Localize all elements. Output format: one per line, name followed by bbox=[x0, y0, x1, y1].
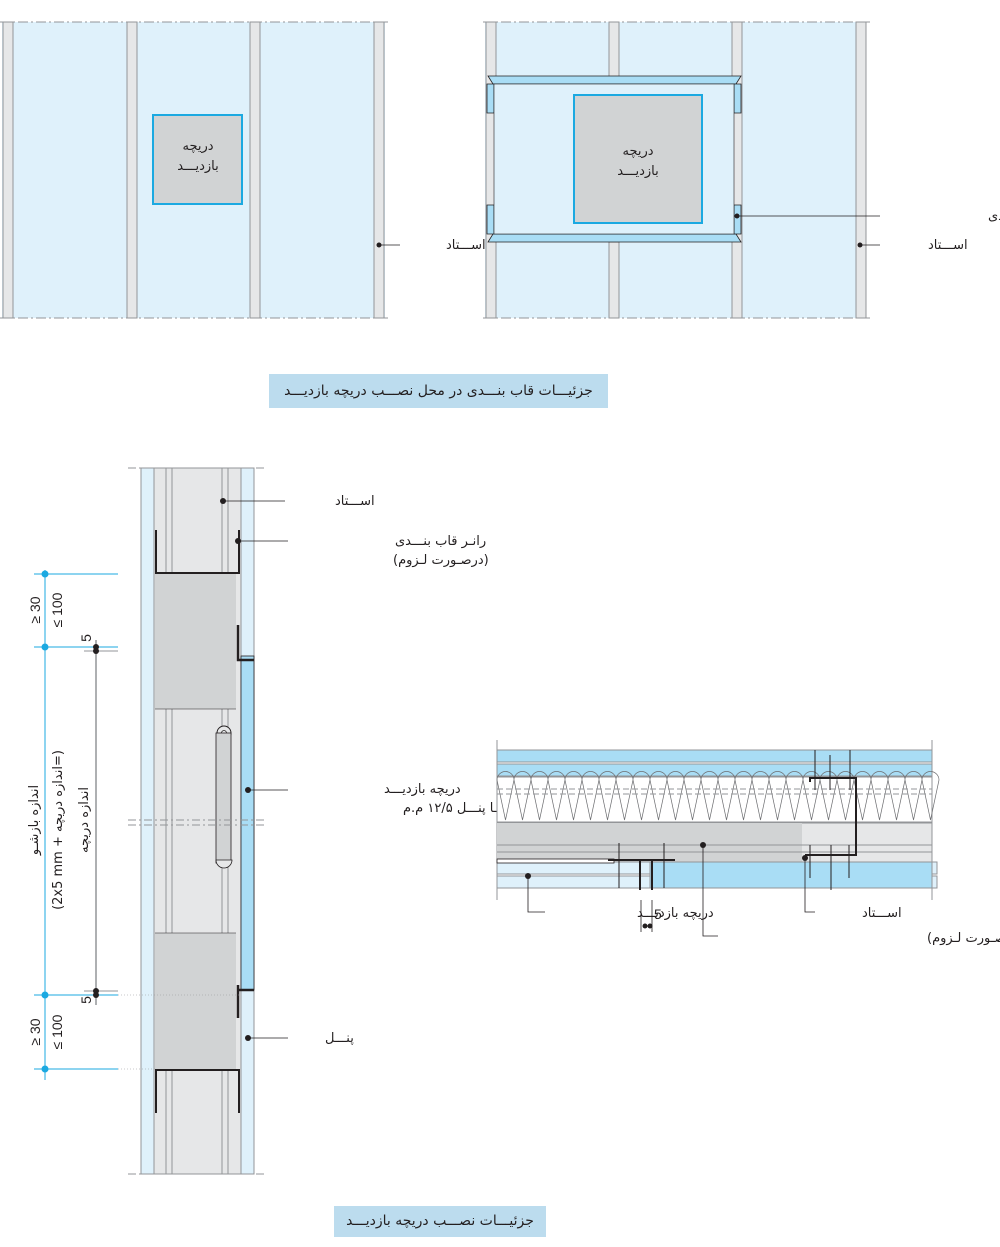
leader-line bbox=[702, 845, 718, 937]
caption-framing-details: جزئیـــات قاب بنـــدی در محل نصـــب دریچ… bbox=[269, 374, 608, 408]
dimensions bbox=[34, 570, 240, 1080]
hatch-label-line2: بازدیـــد bbox=[617, 164, 659, 179]
hatch-label-line1: دریچه bbox=[622, 144, 653, 159]
board-bottom bbox=[649, 861, 933, 889]
hatch-label: دریچه بازدیـــد bbox=[637, 906, 714, 921]
runner-clip bbox=[486, 204, 495, 235]
screws bbox=[618, 750, 851, 890]
dim-opening-line1: اندازه بازشـو bbox=[27, 785, 42, 856]
insulation-loops bbox=[496, 771, 940, 821]
caption-installation-details: جزئیـــات نصـــب دریچه بازدیـــد bbox=[334, 1206, 546, 1237]
elevation-right: دریچه بازدیـــد رانـر قاب بنـــدی اســـت… bbox=[483, 21, 1000, 319]
dim-gap-top: 5 bbox=[78, 634, 94, 642]
runner-clip bbox=[733, 83, 742, 114]
stud bbox=[373, 21, 385, 319]
stud-label: اســـتاد bbox=[335, 494, 375, 509]
panel-label: پنـــل bbox=[325, 1031, 354, 1046]
gap-label: 5 bbox=[654, 906, 662, 922]
hinge-end bbox=[215, 859, 233, 869]
hinge-arm bbox=[215, 732, 232, 864]
stud bbox=[126, 21, 138, 319]
runner-clip bbox=[486, 83, 495, 114]
stud-cut-top bbox=[608, 21, 620, 79]
access-hatch bbox=[573, 94, 703, 224]
dim-dot bbox=[93, 992, 99, 998]
runner-profile bbox=[805, 777, 857, 856]
elevation-left: دریچه بازدیـــد اســـتاد bbox=[0, 21, 486, 319]
runner-label: رانـر قاب بنـــدی (درصـورت لـزوم) bbox=[927, 931, 1000, 946]
vertical-section: اســـتاد رانـر قاب بنـــدی (درصـورت لـزو… bbox=[27, 467, 501, 1175]
access-hatch bbox=[152, 114, 243, 205]
runner-top bbox=[155, 530, 240, 574]
runner-bottom bbox=[155, 1069, 240, 1113]
stud-label: اســـتاد bbox=[862, 906, 902, 921]
horizontal-section: دریچه بازدیـــد 5 رانـر قاب بنـــدی (درص… bbox=[496, 740, 1000, 946]
dim-opening-line2: (=اندازه دریچه + 2x5 mm) bbox=[51, 750, 66, 910]
hatch-panel bbox=[240, 655, 255, 991]
hatch-frame-top bbox=[236, 625, 254, 662]
hatch-label-line2: بازدیـــد bbox=[177, 159, 219, 174]
board-left bbox=[140, 467, 155, 1175]
runner-zone-top bbox=[155, 574, 236, 709]
runner-label-line1: رانـر قاب بنـــدی bbox=[395, 534, 486, 549]
stud bbox=[855, 21, 867, 319]
stud-label: اســـتاد bbox=[928, 238, 968, 253]
dim-dot bbox=[41, 991, 49, 999]
hatch-plate bbox=[496, 858, 615, 864]
hatch-label-line1: دریچه بازدیـــد bbox=[384, 782, 461, 797]
dim-dot bbox=[93, 648, 99, 654]
dim-hatch-size: اندازه دریچه bbox=[77, 787, 92, 853]
dim-dot bbox=[642, 923, 648, 929]
runner-bottom bbox=[487, 233, 742, 243]
hatch-label-line1: دریچه bbox=[182, 139, 213, 154]
hatch-label-line2: بـا پنـــل ۱۲/۵ م.م bbox=[403, 801, 501, 816]
dim-bottom-min: ≥ 30 bbox=[27, 1018, 43, 1045]
leader-line bbox=[804, 858, 815, 913]
stud bbox=[249, 21, 261, 319]
dim-gap-bottom: 5 bbox=[78, 996, 94, 1004]
dim-top-max: ≤ 100 bbox=[49, 592, 65, 627]
hatch-frame-bottom bbox=[236, 985, 254, 1018]
dim-dot bbox=[647, 923, 653, 929]
stud-cut-bottom bbox=[608, 241, 620, 319]
board-top-outer bbox=[496, 749, 933, 763]
runner-label: رانـر قاب بنـــدی bbox=[988, 209, 1000, 224]
dim-dot bbox=[41, 1065, 49, 1073]
stud bbox=[2, 21, 14, 319]
dim-dot bbox=[41, 570, 49, 578]
runner-clip bbox=[733, 204, 742, 235]
runner-label-line2: (درصـورت لـزوم) bbox=[393, 553, 489, 568]
dim-bottom-max: ≤ 100 bbox=[49, 1014, 65, 1049]
stud-label: اســـتاد bbox=[446, 238, 486, 253]
dim-top-min: ≥ 30 bbox=[27, 596, 43, 623]
runner-top bbox=[487, 75, 742, 85]
leader-line bbox=[527, 876, 545, 913]
runner-zone-bottom bbox=[155, 933, 236, 1069]
insulation-pattern bbox=[496, 771, 940, 821]
dim-dot bbox=[41, 643, 49, 651]
